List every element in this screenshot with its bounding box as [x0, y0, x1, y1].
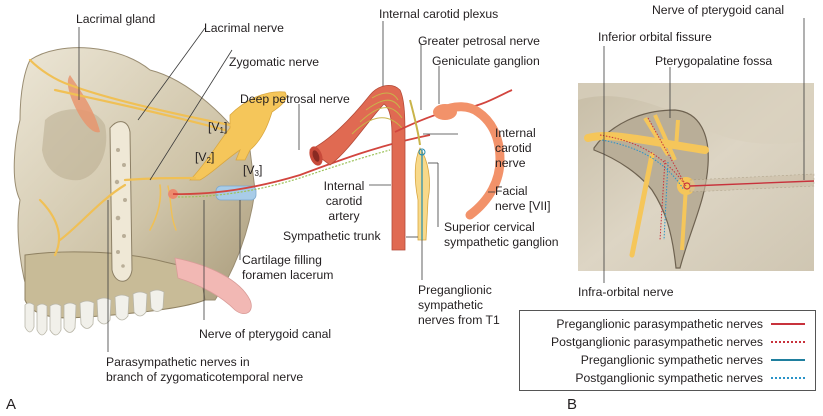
label-pterygopalatine-fossa: Pterygopalatine fossa	[655, 54, 773, 68]
panel-label-b: B	[567, 396, 578, 413]
trigeminal-nerve	[189, 91, 287, 181]
label-internal-carotid-nerve: Internal carotid nerve	[495, 126, 536, 170]
legend-swatch	[771, 340, 805, 343]
nerve-branches	[28, 58, 232, 257]
leader-lines-b	[603, 18, 805, 283]
label-lacrimal-nerve: Lacrimal nerve	[204, 21, 284, 35]
panel-label-a: A	[6, 396, 17, 413]
label-v1: [V1]	[208, 120, 228, 135]
nerve-of-pterygoid-canal-path	[172, 134, 431, 196]
legend-swatch	[771, 358, 805, 361]
label-greater-petrosal-nerve: Greater petrosal nerve	[418, 34, 540, 48]
legend-swatch	[771, 322, 805, 325]
internal-carotid-artery	[309, 85, 406, 251]
label-v2: [V2]	[195, 150, 215, 165]
label-sympathetic-trunk: Sympathetic trunk	[283, 229, 381, 243]
infra-orbital-nerve	[629, 152, 655, 258]
legend-item: Preganglionic sympathetic nerves	[581, 351, 805, 368]
label-zygomatic-nerve: Zygomatic nerve	[229, 55, 320, 69]
label-v3: [V3]	[243, 163, 263, 178]
lacrimal-gland	[67, 75, 100, 133]
internal-carotid-plexus	[351, 92, 403, 135]
legend-item: Preganglionic parasympathetic nerves	[556, 315, 805, 332]
label-nerve-of-pterygoid-canal-b: Nerve of pterygoid canal	[652, 3, 785, 17]
legend: Preganglionic parasympathetic nerves Pos…	[519, 310, 816, 391]
label-parasympathetic-zygomaticotemporal: Parasympathetic nerves in branch of zygo…	[106, 355, 304, 384]
label-inferior-orbital-fissure: Inferior orbital fissure	[598, 30, 712, 44]
label-deep-petrosal-nerve: Deep petrosal nerve	[240, 92, 350, 106]
sympathetic-trunk	[409, 99, 430, 241]
label-facial-nerve: Facial nerve [VII]	[495, 184, 551, 213]
legend-item: Postganglionic sympathetic nerves	[575, 369, 805, 386]
label-preganglionic-sympathetic-t1: Preganglionic sympathetic nerves from T1	[418, 283, 500, 327]
zygomatic-section	[109, 121, 133, 282]
label-superior-cervical-ganglion: Superior cervical sympathetic ganglion	[444, 220, 559, 249]
label-lacrimal-gland: Lacrimal gland	[76, 12, 156, 26]
panel-b-illustration	[578, 83, 815, 271]
geniculate-ganglion	[433, 104, 457, 120]
label-cartilage-foramen-lacerum: Cartilage filling foramen lacerum	[242, 253, 334, 282]
legend-swatch	[771, 376, 805, 379]
label-nerve-of-pterygoid-canal-a: Nerve of pterygoid canal	[199, 327, 332, 341]
label-infra-orbital-nerve: Infra-orbital nerve	[578, 285, 674, 299]
leader-lines-a	[78, 21, 495, 352]
label-internal-carotid-plexus: Internal carotid plexus	[379, 7, 499, 21]
legend-item: Postganglionic parasympathetic nerves	[551, 333, 805, 350]
teeth	[24, 289, 165, 336]
label-geniculate-ganglion: Geniculate ganglion	[432, 54, 540, 68]
label-internal-carotid-artery: Internal carotid artery	[323, 179, 365, 223]
facial-nerve	[435, 102, 505, 220]
skull	[13, 47, 256, 336]
